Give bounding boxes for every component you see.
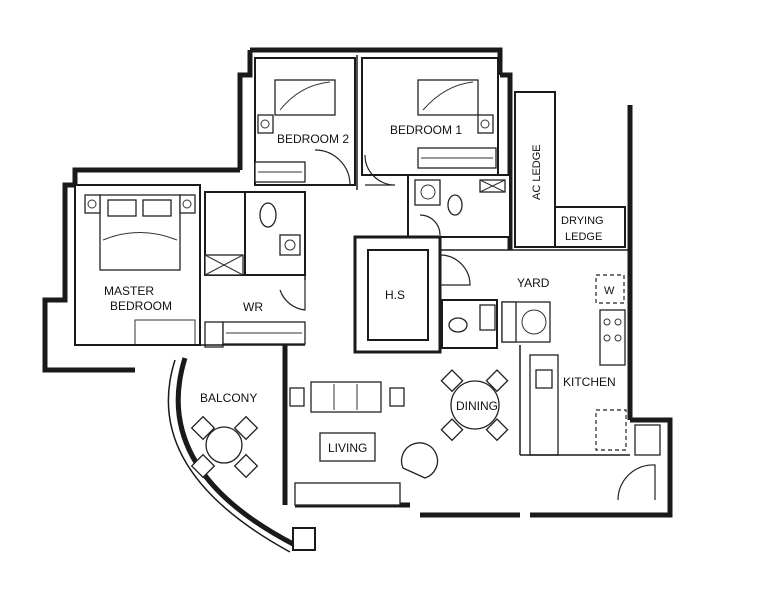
master-label: MASTER bbox=[104, 284, 154, 298]
bed-icon bbox=[274, 79, 336, 116]
household-shelter: H.S bbox=[353, 235, 471, 354]
bedroom2-label: BEDROOM 2 bbox=[277, 132, 349, 146]
kitchen: KITCHEN bbox=[529, 309, 661, 501]
living-label: LIVING bbox=[328, 441, 367, 455]
master-bedroom-label: BEDROOM bbox=[110, 299, 172, 313]
balcony: BALCONY bbox=[167, 357, 316, 553]
toilet-icon bbox=[448, 317, 468, 333]
dining-label: DINING bbox=[456, 399, 498, 413]
bedroom1-label: BEDROOM 1 bbox=[390, 123, 462, 137]
bathroom-1 bbox=[407, 174, 511, 238]
door-arc-icon bbox=[314, 149, 351, 186]
sink-icon bbox=[279, 234, 301, 256]
tv-console-icon bbox=[294, 482, 401, 506]
toilet-icon bbox=[447, 194, 463, 216]
ledge-label: LEDGE bbox=[565, 231, 602, 243]
sink-icon bbox=[535, 369, 553, 389]
ac-ledge-label: AC LEDGE bbox=[531, 144, 543, 200]
dining-table-icon bbox=[450, 380, 500, 430]
wr-label: WR bbox=[243, 300, 263, 314]
w-label: W bbox=[604, 285, 615, 297]
table-icon bbox=[205, 426, 243, 464]
drying-ledge: DRYING LEDGE bbox=[554, 206, 626, 248]
sofa-icon bbox=[310, 381, 382, 413]
hs-label: H.S bbox=[385, 288, 405, 302]
bed-icon bbox=[417, 79, 479, 116]
armchair-icon bbox=[400, 442, 439, 479]
ac-ledge: AC LEDGE bbox=[514, 91, 556, 248]
master-bedroom: MASTER BEDROOM bbox=[74, 184, 201, 346]
interior-walls bbox=[130, 192, 630, 456]
master-bath: WR bbox=[204, 191, 306, 348]
door-arc-icon bbox=[364, 154, 396, 186]
bedrooms-top: BEDROOM 2 BEDROOM 1 bbox=[254, 55, 499, 190]
yard-label: YARD bbox=[517, 276, 550, 290]
drying-label: DRYING bbox=[561, 215, 604, 227]
balcony-label: BALCONY bbox=[200, 391, 257, 405]
living-dining: DINING LIVING bbox=[289, 369, 509, 506]
yard: W YARD bbox=[440, 249, 630, 349]
kitchen-label: KITCHEN bbox=[563, 375, 616, 389]
toilet-icon bbox=[259, 202, 277, 228]
